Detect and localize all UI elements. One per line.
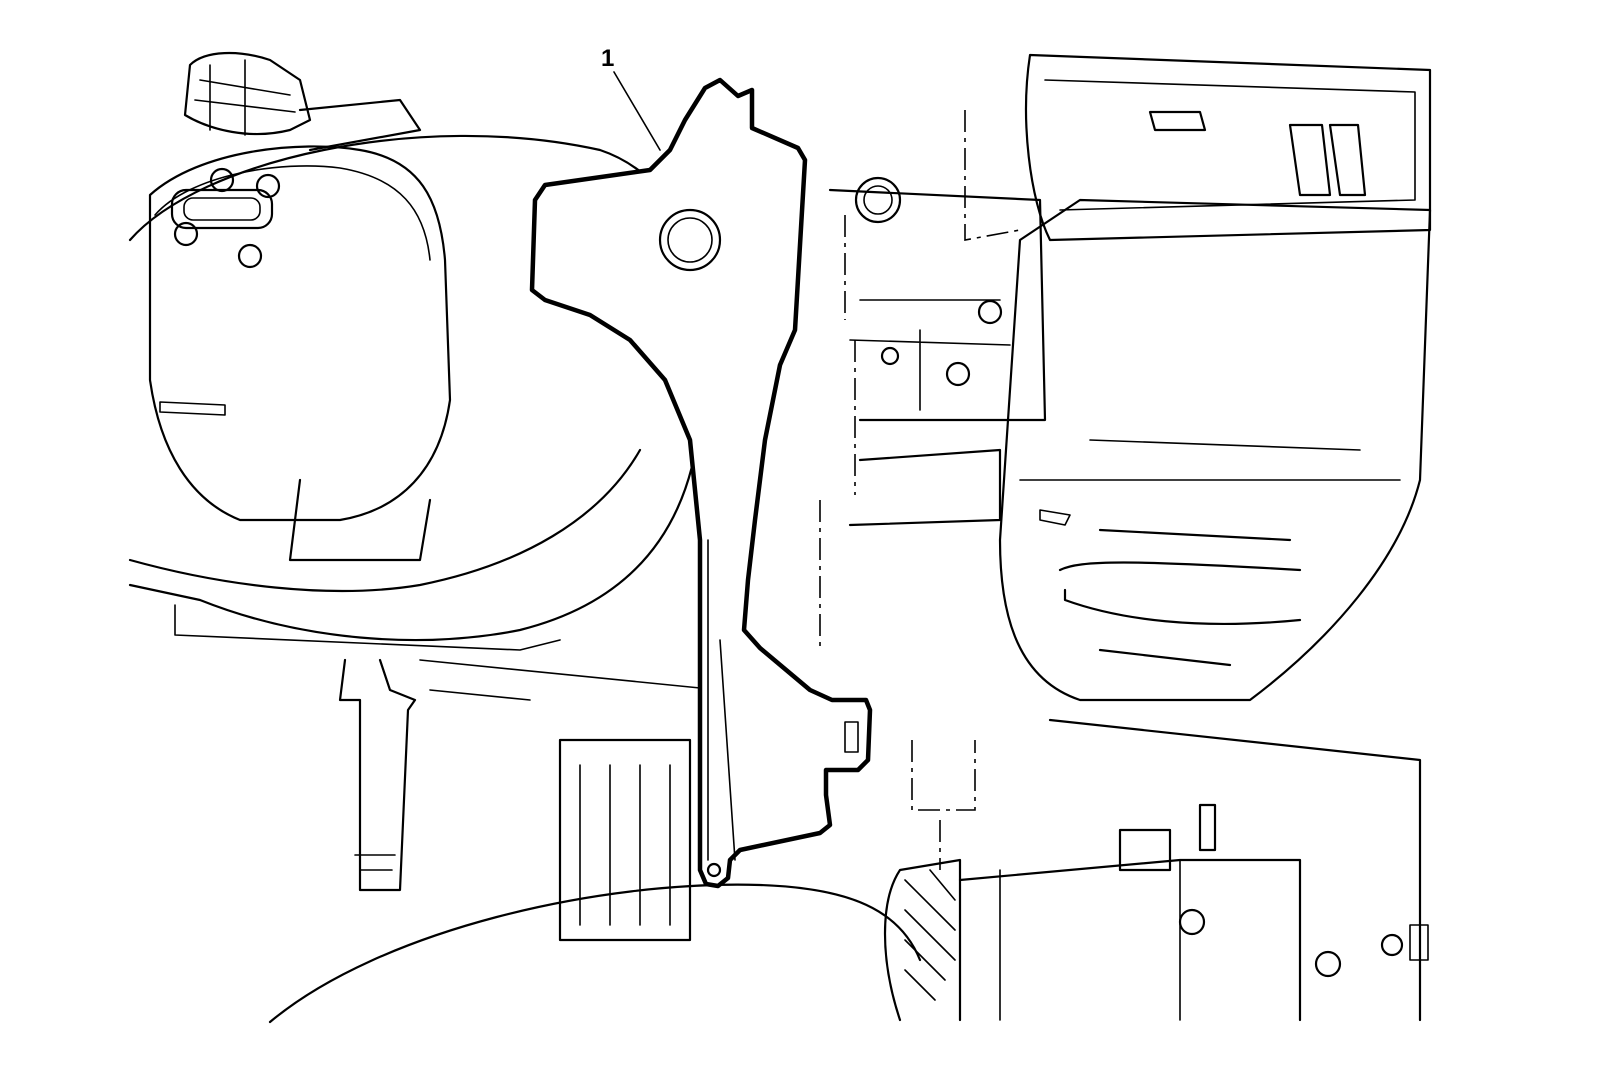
mounting-brackets	[828, 176, 1047, 527]
column-stalk	[183, 52, 422, 152]
panel-hole	[658, 208, 722, 272]
steering-wheel	[128, 134, 702, 651]
panel-hole-inner	[667, 217, 713, 263]
trim-panel	[529, 77, 873, 889]
callout-number-1: 1	[601, 45, 615, 72]
console-structure	[883, 803, 1429, 1022]
panel-edge	[707, 539, 736, 861]
panel-mount-hole	[706, 862, 722, 878]
panel-slot	[844, 721, 859, 753]
pedals	[338, 658, 721, 942]
floor-contour	[268, 883, 922, 1024]
callout-leader	[613, 71, 661, 151]
center-stack	[998, 53, 1432, 1022]
locator-lines	[740, 110, 1021, 870]
